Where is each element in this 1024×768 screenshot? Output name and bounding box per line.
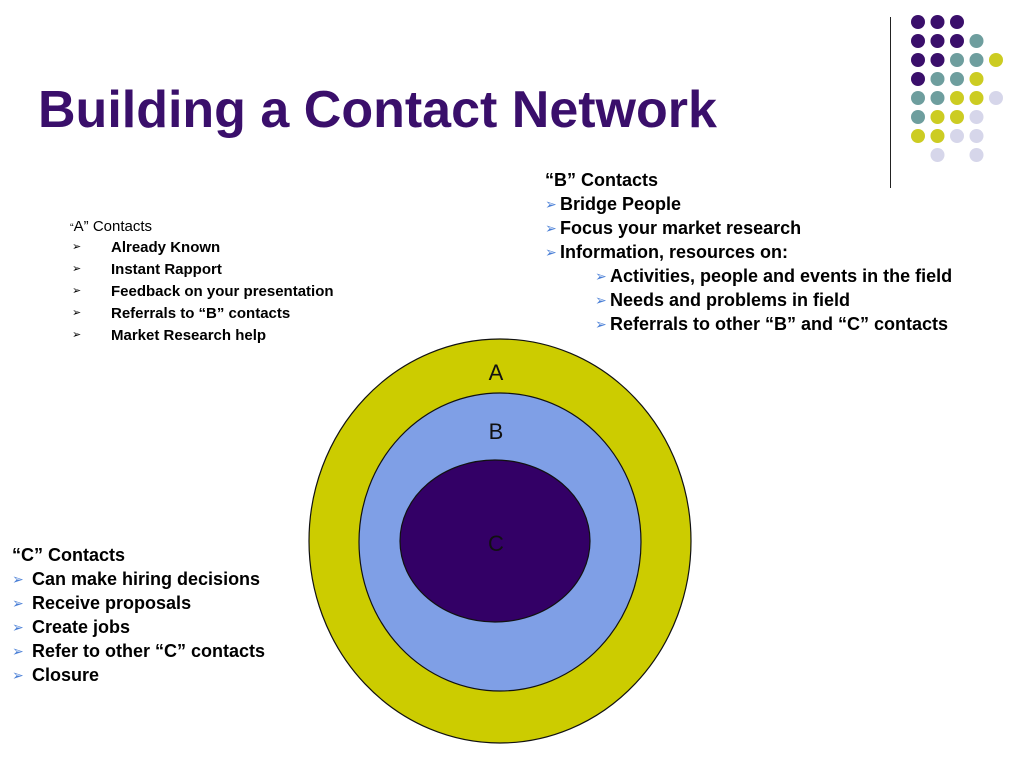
list-item: ➢Closure [12,665,100,685]
decorative-dot [950,110,964,124]
bullet-arrow-icon: ➢ [545,196,557,212]
a-contacts-open-quote: “ [70,222,74,234]
list-item: ➢Instant Rapport [72,261,222,278]
decorative-dot [911,53,925,67]
decorative-dot [950,53,964,67]
c-contacts-list: “C” Contacts ➢Can make hiring decisions … [12,543,312,687]
decorative-dot [930,148,945,162]
list-item: ➢Focus your market research [545,218,802,238]
list-item: ➢Bridge People [545,194,682,214]
list-item: ➢Create jobs [12,617,131,637]
ring-b-label: B [489,419,504,444]
list-item: ➢Referrals to “B” contacts [72,305,291,322]
decorative-dot [969,34,984,48]
bullet-arrow-icon: ➢ [72,285,82,297]
bullet-arrow-icon: ➢ [12,619,24,635]
decorative-dot [950,129,964,143]
decorative-dot [930,91,945,105]
decorative-dot [989,91,1003,105]
decorative-dot [930,129,945,143]
list-item: ➢Feedback on your presentation [72,283,334,300]
ring-c-circle [399,459,591,623]
decorative-dot [911,72,925,86]
bullet-arrow-icon: ➢ [595,292,607,308]
decorative-dot [969,148,984,162]
bullet-arrow-icon: ➢ [72,329,82,341]
list-item: ➢Market Research help [72,327,267,344]
decorative-dot [969,129,984,143]
decorative-vertical-line [890,17,891,188]
list-item: ➢Can make hiring decisions [12,569,261,589]
decorative-dot [930,72,945,86]
bullet-arrow-icon: ➢ [595,268,607,284]
page-title: Building a Contact Network [38,81,717,139]
sub-list-item: ➢Activities, people and events in the fi… [595,266,953,286]
decorative-dot [969,53,984,67]
b-contacts-list: “B” Contacts ➢Bridge People ➢Focus your … [545,168,1024,336]
decorative-dot [911,110,925,124]
decorative-dot [969,72,984,86]
bullet-arrow-icon: ➢ [72,307,82,319]
bullet-arrow-icon: ➢ [72,241,82,253]
c-contacts-heading: “C” Contacts [12,545,126,565]
bullet-arrow-icon: ➢ [72,263,82,275]
decorative-dot [969,91,984,105]
decorative-dot [930,53,945,67]
decorative-dot [930,110,945,124]
a-contacts-list: “A” Contacts ➢Already Known ➢Instant Rap… [70,218,350,349]
decorative-dot [911,34,925,48]
decorative-dot [950,72,964,86]
decorative-dot [950,34,964,48]
list-item: ➢Refer to other “C” contacts [12,641,266,661]
contact-rings-diagram: A B C [308,338,692,744]
bullet-arrow-icon: ➢ [12,667,24,683]
decorative-dot [930,34,945,48]
sub-list-item: ➢Referrals to other “B” and “C” contacts [595,314,949,334]
bullet-arrow-icon: ➢ [12,643,24,659]
bullet-arrow-icon: ➢ [12,571,24,587]
sub-list-item: ➢Needs and problems in field [595,290,851,310]
decorative-dot [950,15,964,29]
bullet-arrow-icon: ➢ [595,316,607,332]
ring-c-label: C [488,531,504,556]
decorative-dot [989,53,1003,67]
b-contacts-heading: “B” Contacts [545,170,659,190]
ring-a-label: A [489,360,504,385]
a-contacts-heading-text: A” Contacts [73,218,153,235]
decorative-dot [969,110,984,124]
decorative-dot-grid [911,15,1003,162]
list-item: ➢Receive proposals [12,593,192,613]
a-contacts-heading: “A” Contacts [70,218,350,235]
bullet-arrow-icon: ➢ [545,244,557,260]
list-item: ➢Already Known [72,239,221,256]
decorative-dot [911,15,925,29]
decorative-dot [911,129,925,143]
decorative-dot [911,91,925,105]
bullet-arrow-icon: ➢ [545,220,557,236]
decorative-dot [930,15,945,29]
decorative-dot [950,91,964,105]
bullet-arrow-icon: ➢ [12,595,24,611]
list-item: ➢Information, resources on: [545,242,789,262]
